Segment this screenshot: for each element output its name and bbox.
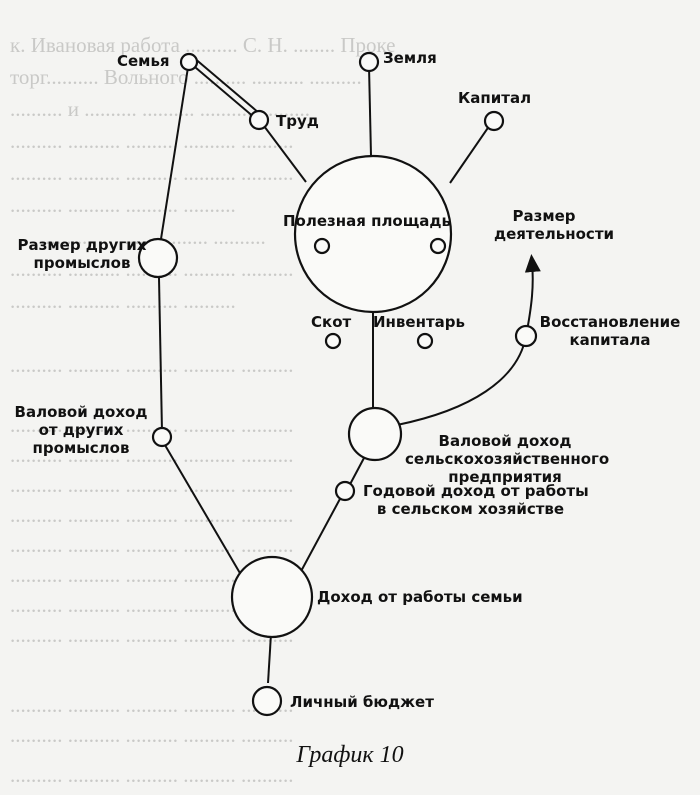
label-farm-gross-income-line2: сельскохозяйственного <box>405 450 610 468</box>
node-capital-restoration <box>514 324 538 348</box>
edge-family-income-budget <box>267 633 272 684</box>
label-other-crafts-size-line1: Размер других <box>17 236 147 254</box>
node-annual-income <box>334 480 356 502</box>
edge-capital-farm <box>449 118 495 184</box>
label-family-labor-income: Доход от работы семьи <box>317 588 523 606</box>
node-useful-area-b <box>429 237 447 255</box>
edge-other-crafts-gross <box>158 277 163 433</box>
label-farm-gross-income-line3: предприятия <box>448 468 562 486</box>
node-personal-budget <box>251 685 283 717</box>
label-activity-size-line2: деятельности <box>494 225 615 243</box>
edge-labor-farm <box>260 121 307 183</box>
node-farm <box>293 154 453 314</box>
label-other-gross-income-line3: промыслов <box>32 439 130 457</box>
node-livestock <box>324 332 342 350</box>
label-livestock: Скот <box>311 313 352 331</box>
label-other-gross-income: Валовой доход от других промыслов <box>10 403 152 457</box>
node-farm-gross-income <box>347 406 403 462</box>
label-labor: Труд <box>276 112 319 130</box>
edge-land-farm <box>368 65 372 157</box>
edge-family-labor-2 <box>192 56 260 114</box>
label-family: Семья <box>117 52 170 70</box>
label-farm-gross-income: Валовой доход сельскохозяйственного пред… <box>405 432 610 486</box>
edge-restoration-arrow <box>524 254 541 337</box>
label-inventory: Инвентарь <box>373 313 465 331</box>
node-family-labor-income <box>230 555 314 639</box>
label-capital: Капитал <box>458 89 532 107</box>
node-land <box>358 51 380 73</box>
label-annual-income: Годовой доход от работы в сельском хозяй… <box>363 482 589 518</box>
node-useful-area-a <box>313 237 331 255</box>
edge-family-labor <box>188 61 256 119</box>
label-farm-gross-income-line1: Валовой доход <box>438 432 572 450</box>
node-family <box>179 52 199 72</box>
edge-restoration-activity <box>396 335 527 426</box>
label-annual-income-line2: в сельском хозяйстве <box>376 500 565 518</box>
figure-caption: График 10 <box>296 742 404 768</box>
edge-other-gross-family-income <box>161 439 245 581</box>
label-activity-size-line1: Размер <box>512 207 576 225</box>
label-capital-restoration: Восстановление капитала <box>535 313 685 349</box>
node-capital <box>483 110 505 132</box>
label-annual-income-line1: Годовой доход от работы <box>363 482 589 500</box>
node-labor <box>248 109 270 131</box>
label-activity-size: Размер деятельности <box>494 207 615 243</box>
label-other-gross-income-line1: Валовой доход <box>14 403 148 421</box>
label-other-gross-income-line2: от других <box>38 421 124 439</box>
node-other-gross-income <box>151 426 173 448</box>
label-personal-budget: Личный бюджет <box>290 693 434 711</box>
label-other-crafts-size-line2: промыслов <box>33 254 131 272</box>
edge-family-other-crafts <box>157 60 190 259</box>
node-inventory <box>416 332 434 350</box>
node-other-crafts-size <box>137 237 179 279</box>
label-capital-restoration-line1: Восстановление <box>539 313 681 331</box>
label-other-crafts-size: Размер других промыслов <box>8 236 156 272</box>
label-capital-restoration-line2: капитала <box>569 331 651 349</box>
label-useful-area: Полезная площадь <box>283 212 452 230</box>
edge-annual-family-income <box>298 496 342 576</box>
label-land: Земля <box>383 49 437 67</box>
